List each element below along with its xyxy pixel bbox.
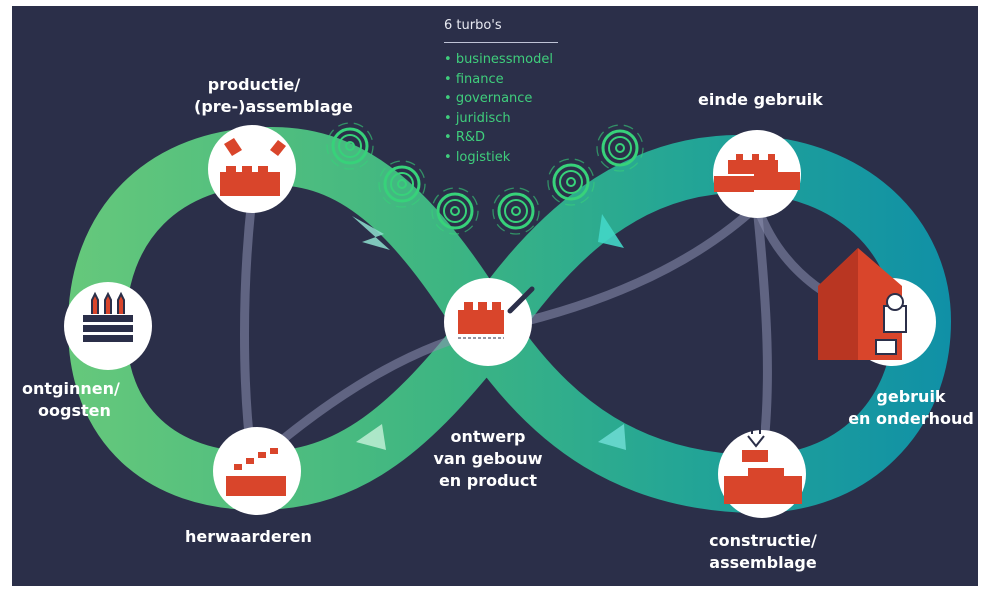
arrow-icon [352,216,390,250]
node-einde-gebruik [713,130,801,218]
node-herwaarderen [213,427,301,515]
gear-wheel-icon [547,158,595,206]
label-einde-gebruik: einde gebruik [698,90,823,109]
turbo-item: businessmodel [444,50,553,70]
brick-pencil-icon [458,286,535,339]
turbo-item: finance [444,70,553,90]
gear-wheel-icon [378,160,426,208]
label-constructie: constructie/ assemblage [709,531,817,572]
turbo-title: 6 turbo's [444,18,502,33]
crane-bricks-icon [724,410,802,504]
bricks-pile-icon [714,154,800,192]
gear-wheel-icon [596,124,644,172]
bricks-stack-icon [226,448,286,496]
arrow-icon [598,214,624,248]
arrow-icon [598,424,626,450]
turbo-list: businessmodel finance governance juridis… [444,50,553,167]
gear-wheel-icon [492,187,540,235]
label-ontwerp: ontwerp van gebouw en product [433,427,543,490]
node-ontwerp [444,278,535,366]
node-productie [208,125,296,213]
label-gebruik: gebruik en onderhoud [848,387,974,428]
circular-economy-diagram: 6 turbo's businessmodel finance governan… [12,6,978,586]
node-constructie [718,410,806,518]
arrow-icon [356,424,386,450]
turbo-divider [444,42,558,43]
label-ontginnen: ontginnen/ oogsten [22,379,120,420]
house-figure-icon [818,248,907,360]
turbo-item: logistiek [444,148,553,168]
gear-wheel-icon [326,122,374,170]
flow-arrows [352,214,626,450]
node-gebruik [818,248,936,366]
bottles-pallet-icon [83,291,133,342]
diagram-canvas [64,122,951,518]
brick-bottles-icon [220,138,286,196]
node-ontginnen [64,282,152,370]
label-herwaarderen: herwaarderen [185,527,312,546]
turbo-gears [326,122,644,235]
turbo-item: juridisch [444,109,553,129]
turbo-item: governance [444,89,553,109]
label-productie: productie/ (pre-)assemblage [194,75,353,116]
turbo-item: R&D [444,128,553,148]
gear-wheel-icon [431,187,479,235]
